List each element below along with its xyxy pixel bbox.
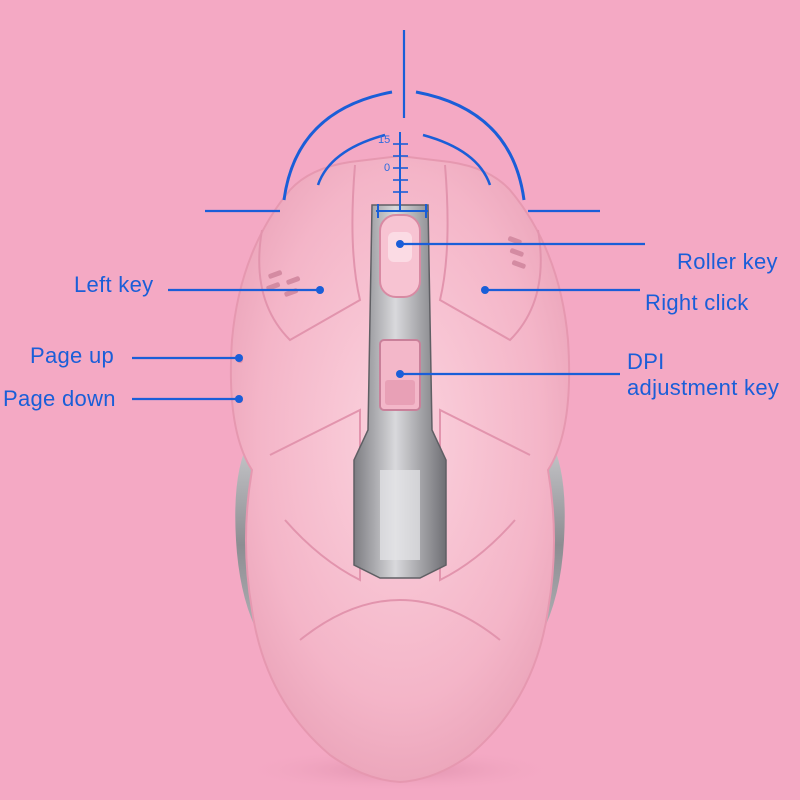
page-down-label: Page down [3, 386, 116, 411]
dpi-button-shade [385, 380, 415, 405]
inner-arc-left [316, 133, 386, 186]
left-vent [266, 270, 301, 297]
lower-body-seam-right [439, 408, 531, 582]
lower-body-seam-left [269, 408, 361, 582]
left-key-label: Left key [74, 272, 154, 297]
outer-arc-left [282, 90, 393, 201]
outer-arc-right [415, 90, 526, 201]
scale-mid-value: 0 [384, 162, 391, 174]
dpi-label-line1: DPI [627, 349, 665, 374]
center-channel-highlight [380, 470, 420, 560]
right-button-seam [438, 164, 542, 342]
annotation-layer [132, 30, 645, 401]
dpi-label-line2: adjustment key [627, 375, 780, 400]
leader-dots [235, 240, 489, 403]
roller-key-label: Roller key [677, 249, 778, 274]
right-vent [507, 236, 526, 269]
inner-arc-right [422, 133, 492, 186]
left-button-seam [258, 164, 362, 342]
rear-seam [299, 598, 501, 641]
right-click-label: Right click [645, 290, 749, 315]
scale-top-value: 15 [378, 134, 391, 146]
page-up-label: Page up [30, 343, 115, 368]
